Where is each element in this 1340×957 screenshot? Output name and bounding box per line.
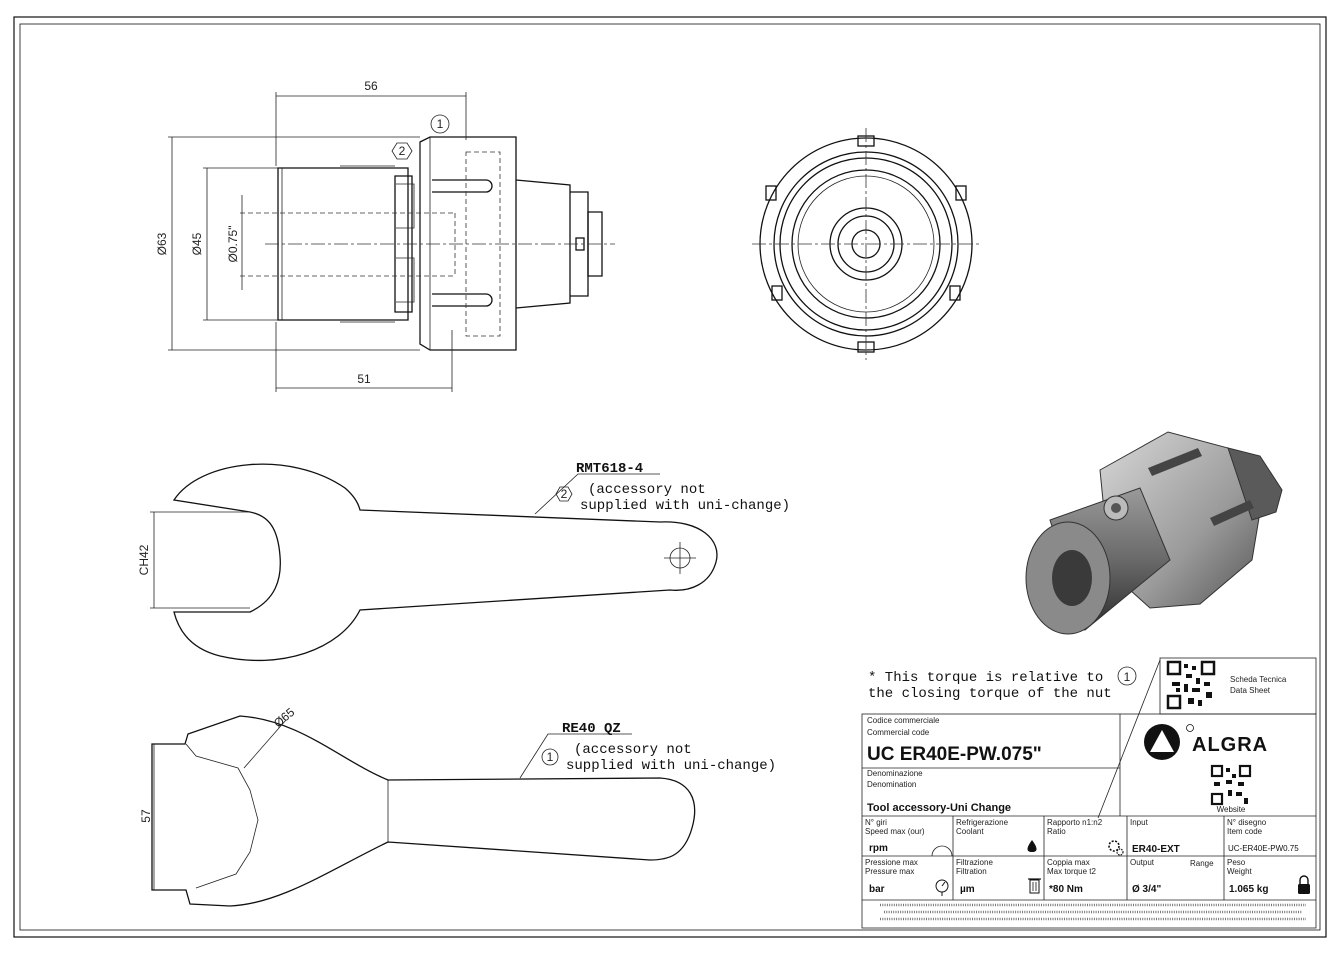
front-view xyxy=(752,128,982,360)
dim-dia65: Ø65 xyxy=(271,705,298,731)
weight-lock-icon xyxy=(1298,875,1310,894)
coolant-drop-icon xyxy=(1027,840,1037,852)
isometric-render xyxy=(1025,431,1283,635)
cell-speed-value: rpm xyxy=(869,843,888,854)
filter-bin-icon xyxy=(1028,878,1041,894)
cell-speed-label2: Speed max (our) xyxy=(865,827,925,836)
dim-51: 51 xyxy=(357,372,371,386)
cell-torque-label1: Coppia max xyxy=(1047,858,1090,867)
balloon-2-wrench: 2 xyxy=(561,487,568,501)
denomination-value: Tool accessory-Uni Change xyxy=(867,802,1011,814)
cell-weight-label2: Weight xyxy=(1227,867,1253,876)
balloon-2-top: 2 xyxy=(399,144,406,158)
datasheet-label-it: Scheda Tecnica xyxy=(1230,675,1287,684)
commercial-code: UC ER40E-PW.075" xyxy=(867,744,1042,765)
fine-print-texture xyxy=(880,903,1306,921)
cell-filtration-value: µm xyxy=(960,884,975,895)
brand-name: ALGRA xyxy=(1192,734,1268,756)
cell-filtration-label2: Filtration xyxy=(956,867,987,876)
dim-ch42: CH42 xyxy=(137,544,151,575)
cell-speed-label1: N° giri xyxy=(865,818,887,827)
cell-pressure-label1: Pressione max xyxy=(865,858,918,867)
callout-re40-line1: (accessory not xyxy=(574,742,692,758)
dim-dia075: Ø0.75" xyxy=(226,226,240,263)
inner-frame xyxy=(19,23,1321,931)
callout-rmt618-line1: (accessory not xyxy=(588,482,706,498)
side-view: 56 51 Ø63 Ø45 Ø0.75" 1 2 xyxy=(155,79,615,392)
datasheet-qr-code[interactable] xyxy=(1166,660,1216,710)
cell-pressure-label2: Pressure max xyxy=(865,867,914,876)
balloon-1-note: 1 xyxy=(1124,670,1131,684)
cell-torque-value: *80 Nm xyxy=(1049,884,1083,895)
cell-input-label1: Input xyxy=(1130,818,1149,827)
outer-frame xyxy=(13,16,1327,938)
cell-ratio-label1: Rapporto n1:n2 xyxy=(1047,818,1103,827)
balloon-1-wrench: 1 xyxy=(547,750,554,764)
cell-filtration-label1: Filtrazione xyxy=(956,858,993,867)
cell-itemcode-label1: N° disegno xyxy=(1227,818,1267,827)
cell-output-value: Ø 3/4" xyxy=(1132,884,1161,895)
dim-dia63: Ø63 xyxy=(155,232,169,255)
cell-itemcode-value: UC-ER40E-PW0.75 xyxy=(1228,844,1299,853)
balloon-1-top: 1 xyxy=(437,117,444,131)
wrench-re40qz: 57 Ø65 RE40 QZ 1 (accessory not supplied… xyxy=(139,705,776,907)
cell-weight-label1: Peso xyxy=(1227,858,1246,867)
dim-dia45: Ø45 xyxy=(190,232,204,255)
cell-ratio-label2: Ratio xyxy=(1047,827,1066,836)
callout-rmt618-code: RMT618-4 xyxy=(576,461,643,477)
cell-itemcode-label2: Item code xyxy=(1227,827,1263,836)
pressure-gauge-icon xyxy=(935,879,949,896)
wrench-rmt618: CH42 RMT618-4 2 (accessory not supplied … xyxy=(137,461,790,662)
speed-gauge-icon xyxy=(931,845,953,857)
code-label-it: Codice commerciale xyxy=(867,716,940,725)
cell-coolant-label1: Refrigerazione xyxy=(956,818,1009,827)
callout-re40-line2: supplied with uni-change) xyxy=(566,758,776,774)
datasheet-label-en: Data Sheet xyxy=(1230,686,1271,695)
cell-output-label1: Output xyxy=(1130,858,1155,867)
dim-57: 57 xyxy=(139,809,153,823)
denomination-label-en: Denomination xyxy=(867,780,916,789)
cell-torque-label2: Max torque t2 xyxy=(1047,867,1096,876)
torque-note: * This torque is relative to 1 the closi… xyxy=(868,659,1161,819)
title-block: Scheda Tecnica Data Sheet ALGRA Website … xyxy=(861,657,1317,929)
denomination-label-it: Denominazione xyxy=(867,769,923,778)
cell-coolant-label2: Coolant xyxy=(956,827,984,836)
torque-note-line1: * This torque is relative to xyxy=(868,670,1103,686)
code-label-en: Commercial code xyxy=(867,728,930,737)
torque-note-line2: the closing torque of the nut xyxy=(868,686,1112,702)
website-qr-code[interactable] xyxy=(1210,764,1252,806)
callout-rmt618-line2: supplied with uni-change) xyxy=(580,498,790,514)
cell-weight-value: 1.065 kg xyxy=(1229,884,1268,895)
dim-56: 56 xyxy=(364,79,378,93)
callout-re40-code: RE40 QZ xyxy=(562,721,621,737)
cell-input-value: ER40-EXT xyxy=(1132,844,1180,855)
website-label: Website xyxy=(1217,805,1246,814)
cell-output-label2: Range xyxy=(1190,859,1214,868)
algra-logo: ALGRA xyxy=(1144,724,1268,760)
gears-icon xyxy=(1108,840,1124,856)
cell-pressure-value: bar xyxy=(869,884,885,895)
